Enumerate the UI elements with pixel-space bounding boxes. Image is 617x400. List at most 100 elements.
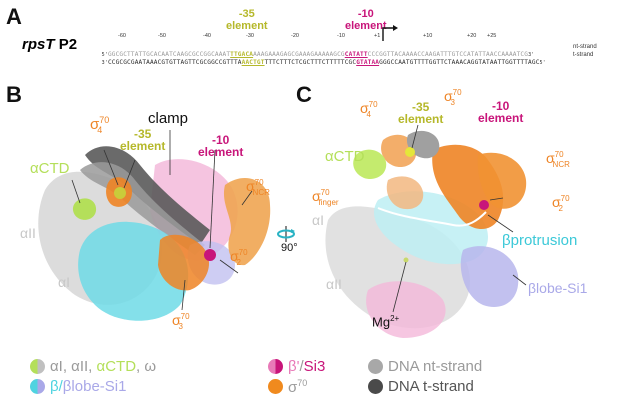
c-sigma2-sub: 2: [558, 203, 563, 213]
b-sigma3-sub: 3: [178, 321, 183, 331]
b-sigma4-sup: 70: [99, 115, 110, 125]
t-strand-row: 3' CCGCGCGAATAAACGTGTTAGTTCGCGGCCGTTTAAAC…: [94, 51, 546, 67]
t-strand-name: t-strand: [573, 52, 594, 58]
tick-m50: -50: [158, 33, 166, 39]
c-sigma3-base: σ: [444, 88, 453, 104]
b-sigma4-base: σ: [90, 116, 100, 133]
b-m10-l2: element: [198, 145, 244, 159]
tick-p10: +10: [423, 33, 433, 39]
c-m35-marker: [405, 147, 415, 157]
panel-a-letter: A: [6, 4, 22, 29]
legend-sigma-text: σ70: [288, 378, 307, 396]
nt-seq-pre: GGCGCTTATTGCACAATCAAGCGCCGGCAAAT: [107, 51, 231, 58]
t-seq-m35: AACTGT: [241, 59, 265, 66]
b-clamp-label: clamp: [148, 110, 189, 127]
legend-dna-nt-text: DNA nt-strand: [388, 358, 483, 375]
c-m35-l2: element: [398, 112, 444, 126]
c-sigma-finger-base: σ: [312, 188, 321, 204]
c-sigma-finger-sup: 70: [320, 188, 330, 197]
tick-m30: -30: [246, 33, 254, 39]
b-sigma4-sub: 4: [97, 125, 103, 135]
legend-beta-prime-part2: /: [299, 358, 304, 375]
c-m35-l1: -35: [412, 100, 430, 114]
legend-alpha-text: αI, αII, αCTD, ω: [50, 358, 156, 375]
c-sigma3-label: σ703: [444, 88, 462, 107]
t-seq-m10: GTATAA: [356, 59, 380, 66]
legend-beta-prime-part1: β': [288, 358, 300, 375]
b-sigma2-label: σ702: [230, 248, 248, 267]
panel-b-letter: B: [6, 82, 22, 107]
c-beta-lobe-blob: [460, 246, 519, 307]
tick-p25: +25: [487, 33, 497, 39]
c-alpha-i-label: αI: [312, 212, 324, 228]
c-sigma4-sup: 70: [368, 100, 378, 109]
c-m10-label: -10 element: [478, 100, 523, 124]
panel-c-structure: [325, 124, 527, 338]
c-sigma2-base: σ: [552, 194, 561, 210]
legend-dna-t-swatch-icon: [368, 379, 383, 394]
tick-m20: -20: [291, 33, 299, 39]
legend-sigma-swatch-icon: [268, 379, 283, 394]
sigma-domain-blob: [158, 234, 210, 291]
legend-alpha-part1: αI, αII,: [50, 358, 97, 375]
legend-sigma-sup: 70: [297, 378, 308, 388]
b-alpha-ctd-label: αCTD: [30, 160, 70, 177]
m35-label-line1: -35: [238, 8, 255, 20]
rotation-label: 90°: [281, 242, 298, 254]
m10-element-label: -10 element: [345, 8, 387, 32]
legend-alpha-swatch-icon: [30, 359, 45, 374]
b-sigma2-base: σ: [230, 248, 239, 264]
rotate-icon: [277, 226, 295, 242]
t-seq-pre: CCGCGCGAATAAACGTGTTAGTTCGCGGCCGTTTA: [107, 59, 242, 66]
c-sigma3-sub: 3: [450, 97, 455, 107]
tss-label: +1: [374, 33, 381, 39]
c-mg-label: Mg2+: [372, 314, 399, 329]
panel-b-structure: [38, 130, 271, 321]
b-sigma2-sup: 70: [238, 248, 248, 257]
alpha-ctd-blob: [72, 198, 97, 220]
nt-3prime: 3': [528, 52, 535, 58]
c-sigma4-label: σ704: [360, 100, 378, 119]
tick-p20: +20: [467, 33, 477, 39]
legend-beta-prime-part3: Si3: [303, 358, 326, 375]
b-sigma-ncr-base: σ: [246, 178, 255, 194]
legend-dna-t-text: DNA t-strand: [388, 378, 474, 395]
c-sigma2-label: σ702: [552, 194, 570, 213]
nt-5prime: 5': [101, 52, 108, 58]
b-sigma3-sup: 70: [180, 312, 190, 321]
c-m35-label: -35 element: [398, 101, 443, 125]
legend: αI, αII, αCTD, ω β'/Si3 DNA nt-strand β/…: [30, 358, 610, 398]
c-sigma-ncr-sup: 70: [554, 150, 564, 159]
c-m10-marker: [479, 200, 489, 210]
b-sigma-ncr-label: σ70NCR: [246, 178, 270, 197]
tick-m60: -60: [118, 33, 126, 39]
t-5prime: 5': [539, 60, 546, 66]
legend-beta-part1: β/: [50, 378, 63, 395]
legend-beta-prime-swatch-icon: [268, 359, 283, 374]
promoter-title: rpsT P2: [22, 36, 77, 53]
c-sigma-ncr-label: σ70NCR: [546, 150, 570, 169]
c-beta-lobe-label: βlobe-Si1: [528, 280, 588, 296]
b-m10-label: -10 element: [198, 134, 243, 158]
tick-m10: -10: [337, 33, 345, 39]
sigma-ncr-blob: [223, 177, 271, 266]
c-alpha-ctd-blob: [353, 149, 387, 180]
promoter-name: P2: [58, 36, 78, 53]
b-sigma3-label: σ703: [172, 312, 190, 331]
c-m10-l1: -10: [492, 99, 510, 113]
mg-ion-marker: [403, 257, 409, 263]
m35-element-label: -35 element: [226, 8, 268, 32]
c-alpha-ii-label: αII: [326, 276, 342, 292]
c-sigma-ncr-base: σ: [546, 150, 555, 166]
nt-strand-name: nt-strand: [573, 44, 597, 50]
c-mg-sup: 2+: [390, 314, 400, 323]
legend-beta-prime-text: β'/Si3: [288, 358, 325, 375]
c-sigma4-sub: 4: [366, 109, 371, 119]
c-white-path: [377, 207, 487, 227]
nt-seq-post: CCCGGTTACAAAACCAAGATTTGTCCATATTAACCAAAAT…: [367, 51, 529, 58]
c-sigma-finger-sub: finger: [318, 197, 339, 207]
tick-m40: -40: [203, 33, 211, 39]
b-sigma-ncr-sub: NCR: [252, 187, 270, 197]
b-m10-l1: -10: [212, 133, 230, 147]
b-sigma-ncr-sup: 70: [254, 178, 264, 187]
